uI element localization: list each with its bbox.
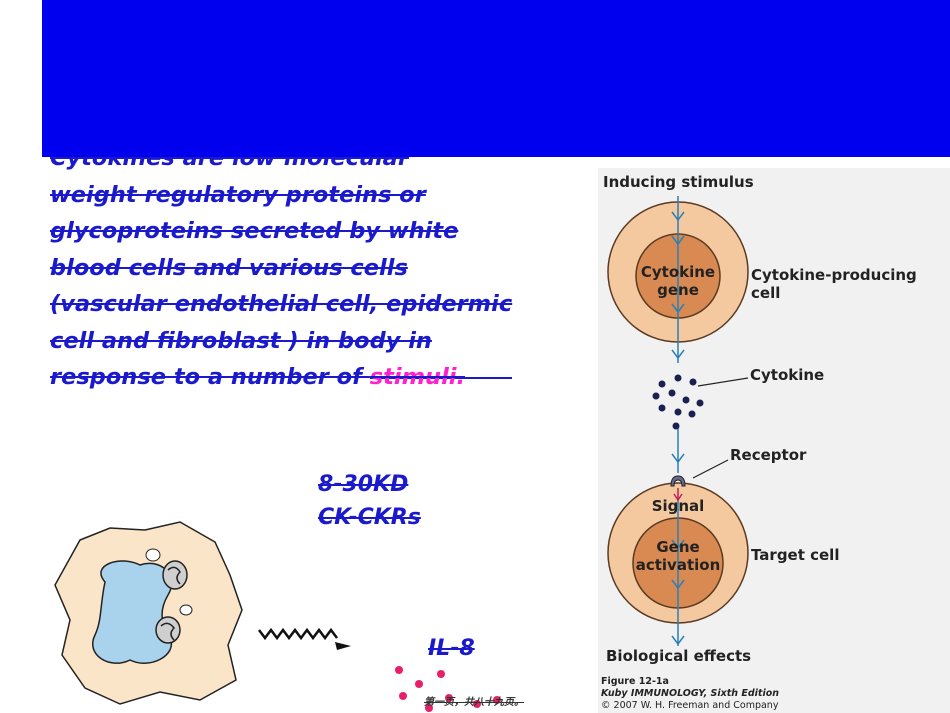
title-banner bbox=[42, 0, 950, 157]
cytokine-figure-panel: Inducing stimulus Cytokine gene Cytokine… bbox=[598, 168, 950, 713]
stimuli-underline bbox=[370, 377, 512, 379]
cytokine-gene-label: Cytokine gene bbox=[638, 263, 718, 299]
cytokine-producing-cell-label: Cytokine-producing cell bbox=[751, 266, 917, 302]
cytokine-label: Cytokine bbox=[750, 366, 825, 384]
inducing-stimulus-label: Inducing stimulus bbox=[603, 173, 754, 191]
secretion-wavy-arrow bbox=[258, 627, 351, 650]
page-number: 第一页，共八十九页。 bbox=[424, 697, 524, 708]
cytokine-gene-line-2: gene bbox=[657, 281, 699, 299]
intro-line-7: response to a number of stimuli. bbox=[50, 359, 550, 396]
stimuli-highlight: stimuli. bbox=[369, 364, 466, 390]
ck-ckrs-label: CK-CKRs bbox=[318, 505, 421, 530]
il8-molecules bbox=[395, 666, 501, 712]
target-cell-label: Target cell bbox=[751, 546, 840, 564]
cytokine-diagram bbox=[607, 196, 749, 646]
mitochondrion bbox=[155, 616, 181, 644]
granule bbox=[145, 548, 161, 562]
granule bbox=[179, 604, 193, 616]
intro-line-4: blood cells and various cells bbox=[50, 254, 408, 281]
intro-line-3: glycoproteins secreted by white bbox=[50, 218, 459, 244]
figure-caption: Figure 12-1a Kuby IMMUNOLOGY, Sixth Edit… bbox=[601, 676, 779, 712]
biological-effects-label: Biological effects bbox=[606, 647, 752, 665]
cytokine-molecules bbox=[652, 374, 704, 430]
intro-line-5: (vascular endothelial cell, epidermic bbox=[50, 291, 513, 317]
signal-label: Signal bbox=[651, 497, 705, 515]
cell-nucleus bbox=[92, 560, 173, 664]
intro-line-2: weight regulatory proteins or bbox=[50, 181, 426, 208]
molecular-weight-label: 8-30KD bbox=[318, 472, 409, 497]
intro-paragraph: Cytokines are low molecular weight regul… bbox=[50, 140, 550, 396]
gene-activation-label: Gene activation bbox=[628, 538, 728, 574]
caption-figure-number: Figure 12-1a bbox=[601, 676, 669, 687]
gene-activation-line-1: Gene bbox=[656, 538, 700, 556]
caption-book: Kuby IMMUNOLOGY, Sixth Edition bbox=[601, 688, 779, 699]
il8-label: IL-8 bbox=[428, 636, 475, 661]
white-blood-cell-illustration bbox=[54, 521, 243, 705]
intro-line-6: cell and fibroblast ) in body in bbox=[50, 327, 432, 354]
cytokine-gene-line-1: Cytokine bbox=[640, 263, 716, 281]
caption-copyright: © 2007 W. H. Freeman and Company bbox=[601, 700, 779, 711]
gene-activation-line-2: activation bbox=[635, 556, 721, 574]
receptor-shape bbox=[670, 475, 686, 487]
mitochondrion bbox=[162, 560, 188, 590]
receptor-label: Receptor bbox=[730, 446, 807, 464]
intro-line-7-prefix: response to a number of bbox=[50, 364, 370, 390]
